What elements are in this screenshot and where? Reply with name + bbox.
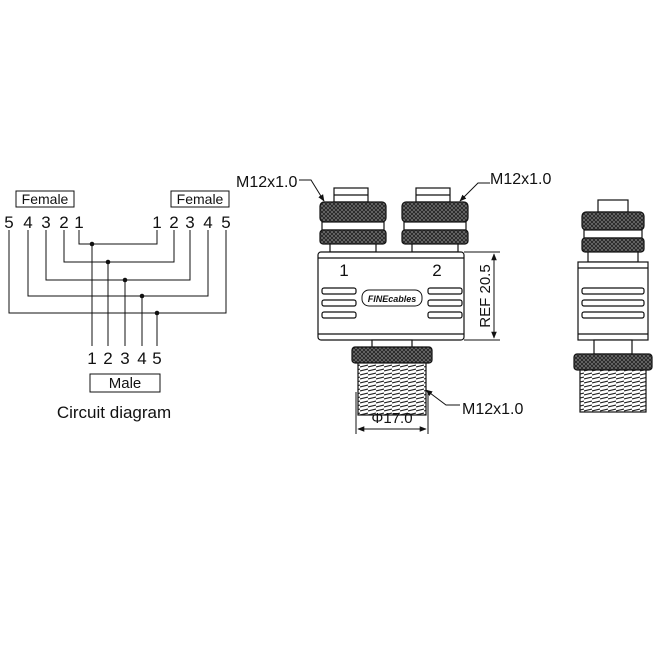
wire-1 <box>78 230 158 346</box>
thread-top-left-label: M12x1.0 <box>236 174 297 191</box>
thread-top-right-label: M12x1.0 <box>490 171 551 188</box>
right-pin-5: 5 <box>221 213 230 232</box>
male-pin-2: 2 <box>103 349 112 368</box>
callout-top-left <box>299 179 325 202</box>
right-pin-2: 2 <box>169 213 178 232</box>
male-box <box>89 373 161 393</box>
diameter-dim-label: Φ17.0 <box>371 410 412 427</box>
junction-3 <box>122 277 128 283</box>
junction-4 <box>139 293 145 299</box>
right-pin-4: 4 <box>203 213 212 232</box>
left-pin-2: 2 <box>59 213 68 232</box>
wire-5 <box>8 230 227 346</box>
height-dim-label: REF 20.5 <box>477 264 494 327</box>
female-left-label: Female <box>22 191 69 207</box>
port-2-label: 2 <box>432 261 441 280</box>
logo-text: FINEcables <box>368 294 417 304</box>
right-pin-1: 1 <box>152 213 161 232</box>
callout-top-right <box>459 182 490 202</box>
circuit-caption: Circuit diagram <box>57 403 171 422</box>
callout-bottom <box>425 389 460 406</box>
left-pin-1: 1 <box>74 213 83 232</box>
left-pin-5: 5 <box>4 213 13 232</box>
left-female-connector <box>319 187 387 253</box>
circuit-diagram <box>8 190 230 393</box>
right-pin-3: 3 <box>185 213 194 232</box>
male-pin-3: 3 <box>120 349 129 368</box>
female-right-box <box>170 190 230 208</box>
side-thread <box>579 369 647 413</box>
right-female-connector <box>401 187 469 253</box>
junction-5 <box>154 310 160 316</box>
junction-2 <box>105 259 111 265</box>
thread-bottom-label: M12x1.0 <box>462 401 523 418</box>
left-pin-3: 3 <box>41 213 50 232</box>
wire-3 <box>45 230 191 346</box>
wire-4 <box>27 230 209 346</box>
side-view <box>573 199 653 413</box>
circuit-junctions <box>89 241 160 316</box>
male-pin-4: 4 <box>137 349 146 368</box>
diameter-dimension <box>355 392 429 434</box>
height-dimension <box>464 251 500 341</box>
female-right-label: Female <box>177 191 224 207</box>
male-thread <box>357 362 427 416</box>
junction-1 <box>89 241 95 247</box>
male-pin-1: 1 <box>87 349 96 368</box>
side-coupling-nut <box>573 353 653 371</box>
male-label: Male <box>109 375 142 392</box>
port-1-label: 1 <box>339 261 348 280</box>
male-pin-5: 5 <box>152 349 161 368</box>
female-left-box <box>15 190 75 208</box>
male-coupling-nut <box>351 346 433 364</box>
left-pin-4: 4 <box>23 213 32 232</box>
wire-2 <box>63 230 175 346</box>
brand-logo: FINEcables <box>361 289 423 307</box>
